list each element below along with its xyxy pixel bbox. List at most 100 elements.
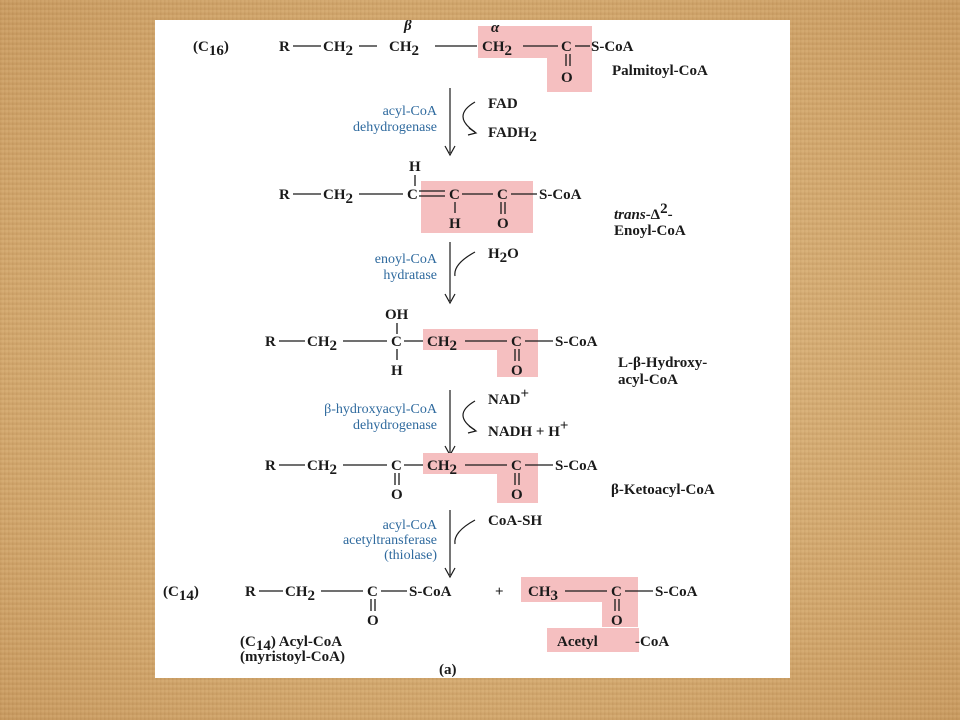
palmitoyl-coa-name: Palmitoyl-CoA	[612, 63, 708, 79]
ch2-group: CH2	[285, 584, 315, 604]
carbonyl-c: C	[511, 334, 522, 350]
ketoacyl-coa-name: β-Ketoacyl-CoA	[611, 482, 715, 498]
cofactor-arc	[454, 519, 476, 545]
r-group: R	[245, 584, 256, 600]
beta-oxidation-figure: (C16) R CH2 β CH2 α CH2 C O S-CoA Palmit…	[155, 20, 790, 678]
acetyl-coa-suffix: -CoA	[635, 634, 669, 650]
alkene-c1: C	[407, 187, 418, 203]
arrowhead	[467, 425, 478, 434]
s-coa: S-CoA	[539, 187, 582, 203]
highlight-step4	[423, 453, 538, 503]
enoyl-coa-name-line2: Enoyl-CoA	[614, 223, 686, 239]
coa-sh-label: CoA-SH	[488, 513, 543, 529]
ch2-group: CH2	[427, 334, 457, 354]
carbonyl-o: O	[611, 613, 623, 629]
arrowhead	[467, 127, 478, 136]
ch2-alpha: CH2	[482, 39, 512, 59]
hydroxyacyl-coa-structure: OH R CH2 C H CH2 C O S-CoA L-β-Hydroxy- …	[265, 307, 707, 388]
carbonyl-o: O	[367, 613, 379, 629]
enzyme-name: β-hydroxyacyl-CoA	[324, 402, 438, 417]
c14-label: (C14)	[163, 584, 199, 604]
panel-label: (a)	[439, 662, 457, 678]
s-coa: S-CoA	[555, 458, 598, 474]
carbonyl-c: C	[511, 458, 522, 474]
beta-label: β	[403, 20, 412, 34]
beta-oxidation-diagram: (C16) R CH2 β CH2 α CH2 C O S-CoA Palmit…	[163, 20, 715, 678]
palmitoyl-coa-structure: (C16) R CH2 β CH2 α CH2 C O S-CoA Palmit…	[193, 20, 708, 92]
r-group: R	[279, 187, 290, 203]
ch2-group: CH2	[307, 334, 337, 354]
h-bottom: H	[449, 216, 461, 232]
enzyme-name: dehydrogenase	[353, 120, 437, 135]
enoyl-coa-structure: H R CH2 C C H C O S-CoA trans-Δ2- Enoyl-…	[279, 159, 686, 239]
acetyl-coa-structure: CH3 C O S-CoA Acetyl -CoA	[521, 577, 698, 652]
cofactor-arc	[462, 101, 476, 133]
highlight-step3	[423, 329, 538, 377]
s-coa: S-CoA	[555, 334, 598, 350]
r-group: R	[279, 39, 290, 55]
reaction-step-3: β-hydroxyacyl-CoA dehydrogenase NAD+ NAD…	[324, 386, 568, 457]
enzyme-name: hydratase	[383, 268, 437, 283]
carbonyl-c: C	[367, 584, 378, 600]
reaction-step-1: acyl-CoA dehydrogenase FAD FADH2	[353, 88, 537, 157]
alpha-label: α	[491, 20, 500, 36]
arrowhead	[444, 293, 456, 305]
acetyl-label: Acetyl	[557, 634, 598, 650]
ch2-beta: CH2	[389, 39, 419, 59]
ch2-group: CH2	[323, 39, 353, 59]
nadh-label: NADH + H+	[488, 418, 568, 440]
reaction-step-4: acyl-CoA acetyltransferase (thiolase) Co…	[343, 510, 543, 579]
s-coa: S-CoA	[591, 39, 634, 55]
hydroxyacyl-coa-name-line2: acyl-CoA	[618, 372, 678, 388]
hydroxyl-c: C	[391, 334, 402, 350]
keto-o: O	[391, 487, 403, 503]
myristoyl-coa-structure: (C14) R CH2 C O S-CoA + (C14) Acyl-CoA (…	[163, 584, 504, 665]
enzyme-name: dehydrogenase	[353, 418, 437, 433]
reaction-step-2: enoyl-CoA hydratase H2O	[375, 242, 519, 305]
r-group: R	[265, 334, 276, 350]
enzyme-name: acyl-CoA	[383, 104, 438, 119]
enzyme-name: acyl-CoA	[383, 518, 438, 533]
carbonyl-o: O	[497, 216, 509, 232]
fad-label: FAD	[488, 96, 518, 112]
keto-c: C	[391, 458, 402, 474]
s-coa: S-CoA	[409, 584, 452, 600]
s-coa: S-CoA	[655, 584, 698, 600]
arrowhead	[444, 567, 456, 579]
ketoacyl-coa-structure: R CH2 C O CH2 C O S-CoA β-Ketoacyl-CoA	[265, 453, 715, 503]
acyl-coa-name-line2: (myristoyl-CoA)	[240, 649, 345, 665]
enoyl-coa-name-line1: trans-Δ2-	[614, 201, 673, 223]
ch3-group: CH3	[528, 584, 558, 604]
carbonyl-o: O	[511, 487, 523, 503]
carbonyl-c: C	[497, 187, 508, 203]
plus-sign: +	[495, 584, 504, 600]
h2o-label: H2O	[488, 246, 519, 266]
cofactor-arc	[454, 251, 476, 277]
carbonyl-o: O	[561, 70, 573, 86]
alkene-c2: C	[449, 187, 460, 203]
nad-label: NAD+	[488, 386, 529, 408]
carbonyl-o: O	[511, 363, 523, 379]
fadh2-label: FADH2	[488, 125, 537, 145]
ch2-group: CH2	[427, 458, 457, 478]
enzyme-name: enoyl-CoA	[375, 252, 438, 267]
h-bottom: H	[391, 363, 403, 379]
carbonyl-c: C	[561, 39, 572, 55]
ch2-group: CH2	[323, 187, 353, 207]
arrowhead	[444, 145, 456, 157]
enzyme-name: acetyltransferase	[343, 533, 437, 548]
r-group: R	[265, 458, 276, 474]
acyl-coa-name-line1: (C14) Acyl-CoA	[240, 634, 342, 654]
highlight-step2	[421, 181, 533, 233]
cofactor-arc	[462, 400, 476, 431]
enzyme-name: (thiolase)	[384, 548, 437, 563]
oh-group: OH	[385, 307, 409, 323]
carbonyl-c: C	[611, 584, 622, 600]
hydroxyacyl-coa-name-line1: L-β-Hydroxy-	[618, 355, 707, 371]
highlight-acetyl-label	[547, 628, 639, 652]
h-top: H	[409, 159, 421, 175]
highlight-acetyl	[521, 577, 638, 627]
ch2-group: CH2	[307, 458, 337, 478]
c16-label: (C16)	[193, 39, 229, 59]
highlight-step1	[478, 26, 592, 92]
